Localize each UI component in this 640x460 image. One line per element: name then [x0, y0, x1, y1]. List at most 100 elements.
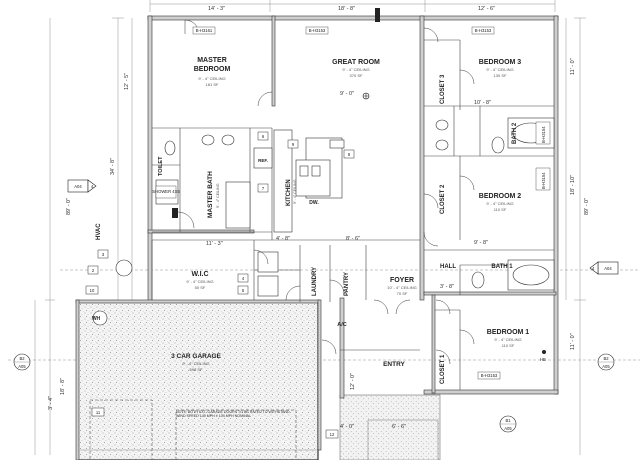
svg-text:B2: B2 [603, 356, 609, 361]
hose-bib-marker: HB [540, 350, 546, 362]
master-bath-label: MASTER BATH [207, 171, 214, 218]
svg-text:3: 3 [102, 252, 105, 257]
section-markers: A04 4 B2 A05 B2 A05 A04 4 B1 A05 [13, 179, 619, 433]
kitchen-ceiling: 9' - 4" CEILING [293, 179, 297, 204]
master-bedroom-area: 181 SF [206, 82, 219, 87]
bedroom1-ceiling: 9' - 4" CEILING [494, 337, 521, 342]
dim-top-3: 12' - 6" [478, 6, 495, 12]
door-tag-6: 6 [257, 131, 269, 141]
garage-note-text: NOTE: BOTH EXT. GARAGE DOORS TO BE RATED… [176, 410, 290, 419]
toilet-label: TOILET [158, 156, 164, 176]
closet3-label: CLOSET 3 [440, 74, 446, 104]
bedroom1-label: BEDROOM 1 [487, 329, 530, 336]
dim-right-2: 18' - 10" [570, 175, 576, 195]
garage-ceiling: 9' - 4" CEILING [182, 361, 209, 366]
bedroom1-area: 110 SF [502, 343, 515, 348]
door-tag-11: 11 [91, 407, 105, 417]
bedroom3-label: BEDROOM 3 [479, 59, 522, 66]
door-tag-5: 5 [237, 285, 249, 295]
window-tag-6: B-H3153 [481, 373, 498, 378]
window-tags: B-H3161 B-H3153 B-H3153 B-H3154 B-H3154 … [152, 26, 551, 380]
master-bath-ceiling: 9' - 4" CEILING [216, 183, 220, 208]
section-marker-right-a04: A04 4 [589, 261, 619, 275]
dim-misc-3: 11' - 3" [206, 241, 223, 247]
garage-area: 698 SF [190, 367, 203, 372]
dim-misc-10: 6' - 6" [392, 424, 406, 430]
svg-text:A05: A05 [602, 364, 610, 369]
garage-area [77, 301, 441, 460]
door-tag-4: 4 [237, 273, 249, 283]
dim-misc-7: 3' - 8" [440, 284, 454, 290]
wh-label: WH [92, 316, 101, 322]
great-room-area: 370 SF [350, 73, 363, 78]
dim-left-2: 34' - 8" [110, 158, 116, 175]
door-tag-7: 7 [257, 183, 269, 193]
foyer-label: FOYER [390, 277, 414, 284]
dim-right-4: 11' - 0" [570, 333, 576, 350]
dim-right-1: 11' - 0" [570, 58, 576, 75]
interior-walls [151, 39, 554, 390]
kitchen-counters [253, 129, 345, 233]
dim-misc-4: 8' - 6" [346, 236, 360, 242]
master-bedroom-ceiling: 9' - 4" CEILING [198, 76, 225, 81]
bath1-label: BATH 1 [491, 264, 513, 270]
svg-text:2: 2 [92, 268, 95, 273]
garage-note: NOTE: BOTH EXT. GARAGE DOORS TO BE RATED… [176, 410, 290, 419]
garage-label: 3 CAR GARAGE [171, 353, 222, 360]
window-tag-4: B-H3154 [541, 126, 546, 143]
dim-left-5: 3' - 4" [48, 396, 54, 410]
dim-misc-1: 9' - 0" [340, 91, 354, 97]
svg-text:B1: B1 [505, 418, 511, 423]
svg-text:10: 10 [90, 288, 95, 293]
wic-area: 50 SF [195, 285, 206, 290]
dim-top-1: 14' - 3" [208, 6, 225, 12]
dimension-lines [8, 0, 640, 455]
bath2-label: BATH 2 [512, 122, 518, 144]
entry-label: ENTRY [383, 361, 405, 368]
interior-dimensions: 9' - 0" 4' - 8" 11' - 3" 8' - 6" 10' - 8… [206, 91, 491, 430]
dim-misc-8: 12' - 0" [350, 373, 356, 390]
ac-label: A/C [337, 322, 347, 328]
north-mark [362, 92, 370, 100]
kitchen-label: KITCHEN [286, 179, 292, 206]
svg-text:A05: A05 [18, 364, 26, 369]
dw-label: DW. [309, 200, 319, 206]
closet1-label: CLOSET 1 [440, 354, 446, 384]
window-tag-5: B-H3154 [541, 172, 546, 189]
great-room-ceiling: 9' - 4" CEILING [342, 67, 369, 72]
svg-text:4: 4 [91, 184, 94, 189]
wic-ceiling: 9' - 4" CEILING [186, 279, 213, 284]
door-tag-9: 9 [287, 139, 299, 149]
section-marker-left-b2: B2 A05 [13, 353, 31, 371]
door-number-tags: 2 3 4 5 6 7 8 9 10 11 12 [85, 131, 355, 439]
bedroom2-label: BEDROOM 2 [479, 193, 522, 200]
door-tag-10: 10 [85, 285, 99, 295]
shower-tag: SHOWER 4X6 [152, 189, 180, 194]
door-tag-8: 8 [343, 149, 355, 159]
dim-misc-9: 4' - 0" [340, 424, 354, 430]
svg-text:HB: HB [540, 357, 546, 362]
svg-text:B2: B2 [19, 356, 25, 361]
closet2-label: CLOSET 2 [440, 184, 446, 214]
door-tag-3: 3 [97, 249, 109, 259]
dim-right-3: 89' - 0" [584, 198, 590, 215]
hall-label: HALL [440, 264, 456, 270]
foyer-ceiling: 10' - 4" CEILING [387, 285, 417, 290]
pantry-label: PANTRY [344, 272, 350, 296]
svg-text:A05: A05 [504, 426, 512, 431]
svg-text:A04: A04 [604, 266, 612, 271]
section-marker-right-b2: B2 A05 [597, 353, 615, 371]
svg-text:11: 11 [96, 410, 101, 415]
bedroom2-area: 110 SF [494, 207, 507, 212]
ref-label: REF. [258, 158, 268, 163]
section-marker-left-a04: A04 4 [67, 179, 97, 193]
window-tag-1: B-H3161 [196, 28, 213, 33]
svg-text:9: 9 [292, 142, 295, 147]
foyer-area: 70 SF [397, 291, 408, 296]
svg-text:A04: A04 [74, 184, 82, 189]
bedroom2-ceiling: 9' - 4" CEILING [486, 201, 513, 206]
window-tag-2: B-H3153 [309, 28, 326, 33]
